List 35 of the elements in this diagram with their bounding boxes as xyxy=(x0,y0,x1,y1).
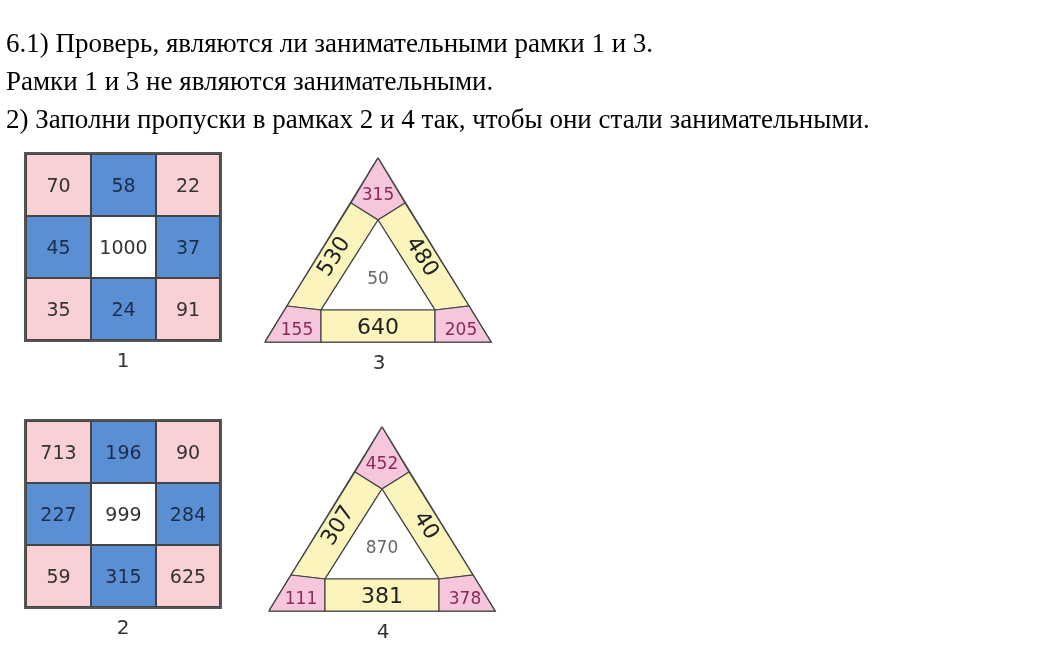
number-cell: 999 xyxy=(91,483,156,545)
number-cell: 58 xyxy=(91,154,156,216)
figure-number: 3 xyxy=(371,350,387,374)
triangle-corner: 205 xyxy=(435,306,491,342)
number-cell: 70 xyxy=(26,154,91,216)
number-cell: 45 xyxy=(26,216,91,278)
triangle-corner: 155 xyxy=(265,306,321,342)
task-text: 2) Заполни пропуски в рамках 2 и 4 так, чтобы они стали занимательными. xyxy=(6,104,870,135)
number-cell: 284 xyxy=(156,483,220,545)
triangle-corner: 111 xyxy=(269,575,325,611)
number-cell: 37 xyxy=(156,216,220,278)
number-cell: 22 xyxy=(156,154,220,216)
number-cell: 227 xyxy=(26,483,91,545)
number-cell: 1000 xyxy=(91,216,156,278)
answer-text: Рамки 1 и 3 не являются занимательными. xyxy=(6,66,494,97)
number-cell: 24 xyxy=(91,278,156,340)
triangle-frame xyxy=(265,158,493,344)
triangle-frame xyxy=(269,427,497,613)
triangle-corner: 378 xyxy=(439,575,495,611)
triangle-side: 640 xyxy=(321,310,435,342)
number-cell: 315 xyxy=(91,545,156,607)
number-cell: 59 xyxy=(26,545,91,607)
number-grid xyxy=(24,419,222,609)
number-grid xyxy=(24,152,222,342)
figure-number: 1 xyxy=(115,348,131,372)
number-cell: 713 xyxy=(26,421,91,483)
number-cell: 625 xyxy=(156,545,220,607)
number-cell: 196 xyxy=(91,421,156,483)
number-cell: 35 xyxy=(26,278,91,340)
number-cell: 91 xyxy=(156,278,220,340)
number-cell: 90 xyxy=(156,421,220,483)
task-text: 6.1) Проверь, являются ли занимательными рамки 1 и 3. xyxy=(6,28,654,59)
figure-number: 2 xyxy=(115,615,131,639)
figure-number: 4 xyxy=(375,619,391,643)
triangle-side: 381 xyxy=(325,579,439,611)
